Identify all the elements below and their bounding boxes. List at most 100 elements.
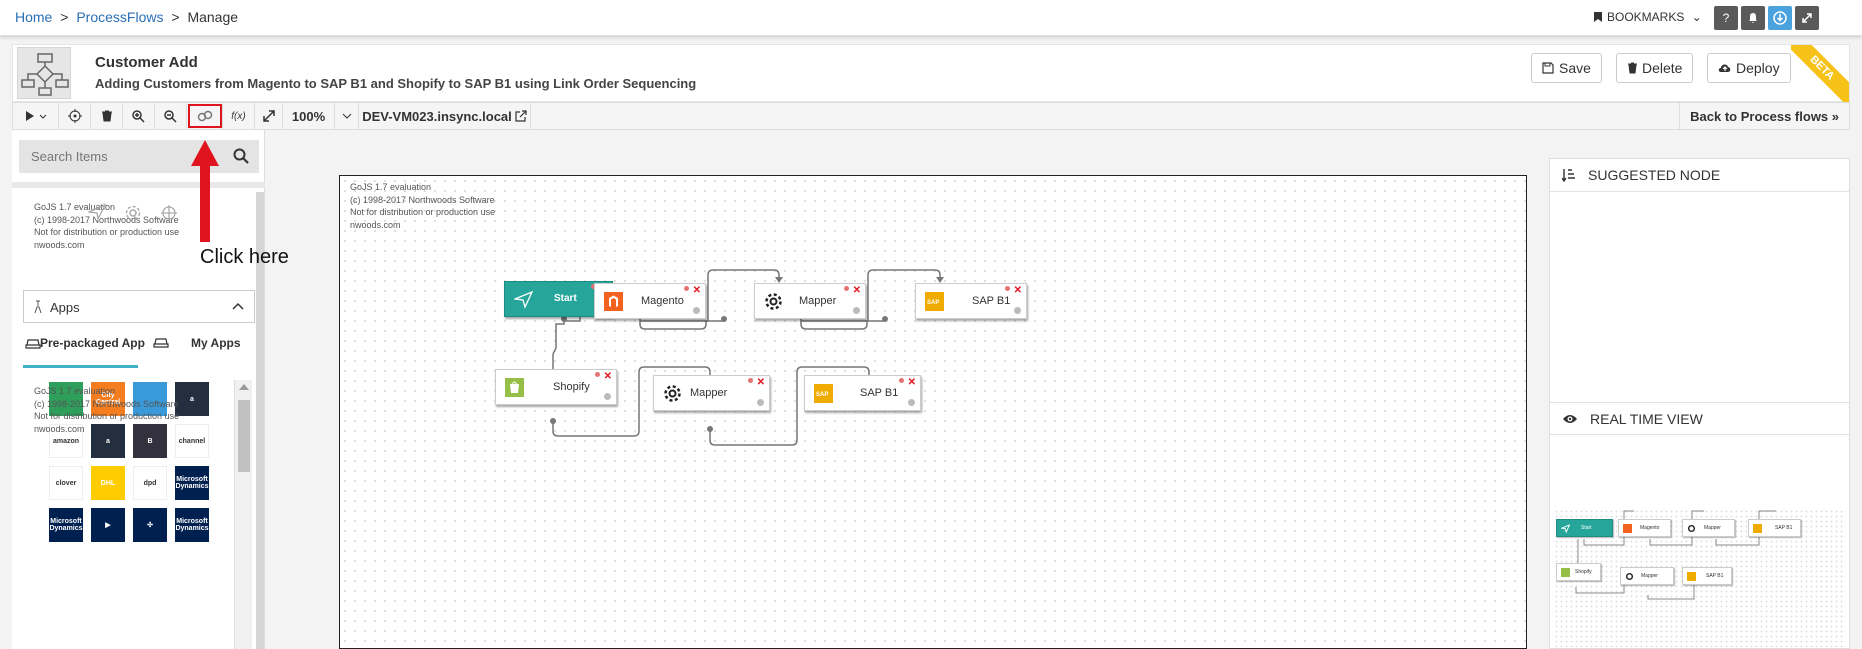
app-list-scrollbar[interactable] — [234, 380, 252, 649]
node-settings-dot[interactable] — [899, 378, 904, 383]
node-sap-b1[interactable]: SAP SAP B1 ✕ — [915, 283, 1027, 319]
car-icon — [153, 338, 169, 348]
delete-node-button[interactable] — [91, 103, 123, 129]
search-box — [19, 140, 259, 173]
node-port[interactable] — [853, 307, 860, 314]
node-label: Start — [554, 293, 577, 304]
scroll-up-arrow[interactable] — [239, 384, 249, 390]
server-link[interactable]: DEV-VM023.insync.local — [359, 103, 531, 129]
node-delete-icon[interactable]: ✕ — [1013, 285, 1022, 296]
node-settings-dot[interactable] — [844, 286, 849, 291]
watermark-line: (c) 1998-2017 Northwoods Software — [350, 194, 495, 205]
node-port[interactable] — [693, 307, 700, 314]
app-dynamics-play-icon[interactable]: ▶ — [91, 508, 125, 542]
beta-label: BETA — [1791, 45, 1849, 103]
app-ms-dynamics-2-icon[interactable]: Microsoft Dynamics — [49, 508, 83, 542]
back-to-process-flows-button[interactable]: Back to Process flows » — [1679, 103, 1849, 129]
node-shopify[interactable]: Shopify ✕ — [495, 369, 617, 405]
expand-icon — [262, 110, 275, 122]
breadcrumb-separator: > — [60, 9, 69, 25]
node-magento[interactable]: Magento ✕ — [594, 283, 706, 319]
diagram-canvas[interactable]: GoJS 1.7 evaluation (c) 1998-2017 Northw… — [339, 175, 1527, 649]
node-delete-icon[interactable]: ✕ — [907, 377, 916, 388]
center-button[interactable] — [59, 103, 91, 129]
watermark-line: (c) 1998-2017 Northwoods Software — [34, 398, 179, 409]
scrollbar-thumb[interactable] — [238, 400, 250, 472]
search-icon[interactable] — [233, 148, 249, 164]
run-button[interactable] — [13, 103, 59, 129]
breadcrumb-home[interactable]: Home — [15, 9, 53, 25]
app-amazon-2-icon[interactable]: a — [91, 424, 125, 458]
node-delete-icon[interactable]: ✕ — [603, 371, 612, 382]
horizontal-scrollbar[interactable] — [12, 182, 265, 188]
fullscreen-button[interactable] — [255, 103, 283, 129]
deploy-button[interactable]: Deploy — [1707, 53, 1791, 83]
zoom-dropdown[interactable] — [335, 103, 359, 129]
node-port[interactable] — [1014, 307, 1021, 314]
gear-icon — [1687, 524, 1696, 533]
app-blue-ring-icon[interactable] — [133, 382, 167, 416]
search-input[interactable] — [19, 140, 219, 173]
node-label: Shopify — [553, 381, 590, 393]
crosshair-icon[interactable] — [160, 204, 178, 222]
minimap-node-label: SAP B1 — [1706, 573, 1724, 579]
minimap-node-label: Shopify — [1575, 569, 1592, 575]
download-icon[interactable] — [1768, 6, 1792, 30]
real-time-view-minimap[interactable]: Start Magento Mapper SAP B1 Shopify Mapp… — [1554, 509, 1846, 647]
app-dpd-icon[interactable]: dpd — [133, 466, 167, 500]
node-settings-dot[interactable] — [748, 378, 753, 383]
app-dynamics-hub-icon[interactable]: ✣ — [133, 508, 167, 542]
vertical-scrollbar[interactable] — [256, 192, 264, 649]
app-amazon-icon[interactable]: a — [175, 382, 209, 416]
help-icon[interactable]: ? — [1714, 6, 1738, 30]
tab-my-apps[interactable]: My Apps — [191, 336, 241, 350]
expand-icon[interactable] — [1795, 6, 1819, 30]
tab-prepackaged-app[interactable]: Pre-packaged App — [40, 336, 145, 350]
bookmarks-dropdown[interactable]: BOOKMARKS ⌄ — [1594, 10, 1702, 24]
node-settings-dot[interactable] — [591, 284, 596, 289]
apps-accordion[interactable]: Apps — [23, 290, 255, 323]
save-button[interactable]: Save — [1531, 53, 1602, 83]
app-channeladvisor-icon[interactable]: channel — [175, 424, 209, 458]
bell-icon[interactable] — [1741, 6, 1765, 30]
node-port[interactable] — [908, 399, 915, 406]
zoom-out-button[interactable] — [155, 103, 187, 129]
start-node-icon[interactable] — [88, 204, 106, 220]
node-delete-icon[interactable]: ✕ — [692, 285, 701, 296]
node-delete-icon[interactable]: ✕ — [756, 377, 765, 388]
app-green-icon[interactable] — [49, 382, 83, 416]
zoom-in-button[interactable] — [123, 103, 155, 129]
node-mapper[interactable]: Mapper ✕ — [653, 375, 770, 411]
node-label: Magento — [641, 295, 684, 307]
minimap-node-start: Start — [1556, 519, 1613, 537]
app-dhl-icon[interactable]: DHL — [91, 466, 125, 500]
app-amazon-text-icon[interactable]: amazon — [49, 424, 83, 458]
function-button[interactable]: f(x) — [223, 103, 255, 129]
node-mapper[interactable]: Mapper ✕ — [754, 283, 866, 319]
apps-label: Apps — [50, 300, 80, 315]
node-port[interactable] — [757, 399, 764, 406]
save-icon — [1542, 62, 1554, 74]
breadcrumb: Home > ProcessFlows > Manage — [15, 9, 238, 25]
app-ms-dynamics-3-icon[interactable]: Microsoft Dynamics — [175, 508, 209, 542]
node-delete-icon[interactable]: ✕ — [852, 285, 861, 296]
node-sap-b1[interactable]: SAP SAP B1 ✕ — [804, 375, 921, 411]
watermark-line: nwoods.com — [34, 423, 85, 434]
app-ms-dynamics-icon[interactable]: Microsoft Dynamics — [175, 466, 209, 500]
app-clover-icon[interactable]: clover — [49, 466, 83, 500]
node-settings-dot[interactable] — [595, 372, 600, 377]
breadcrumb-processflows[interactable]: ProcessFlows — [76, 9, 164, 25]
node-settings-dot[interactable] — [684, 286, 689, 291]
node-port[interactable] — [604, 393, 611, 400]
gear-icon[interactable] — [124, 204, 142, 222]
gojs-watermark: GoJS 1.7 evaluation (c) 1998-2017 Northw… — [350, 181, 495, 231]
delete-button[interactable]: Delete — [1616, 53, 1694, 83]
link-order-sequencing-button[interactable] — [187, 103, 223, 129]
node-settings-dot[interactable] — [1005, 286, 1010, 291]
gear-icon — [765, 293, 782, 310]
app-cityCentral-icon[interactable]: City Central — [91, 382, 125, 416]
node-label: SAP B1 — [972, 295, 1011, 307]
app-bigcommerce-icon[interactable]: B — [133, 424, 167, 458]
sort-icon — [1562, 168, 1576, 182]
